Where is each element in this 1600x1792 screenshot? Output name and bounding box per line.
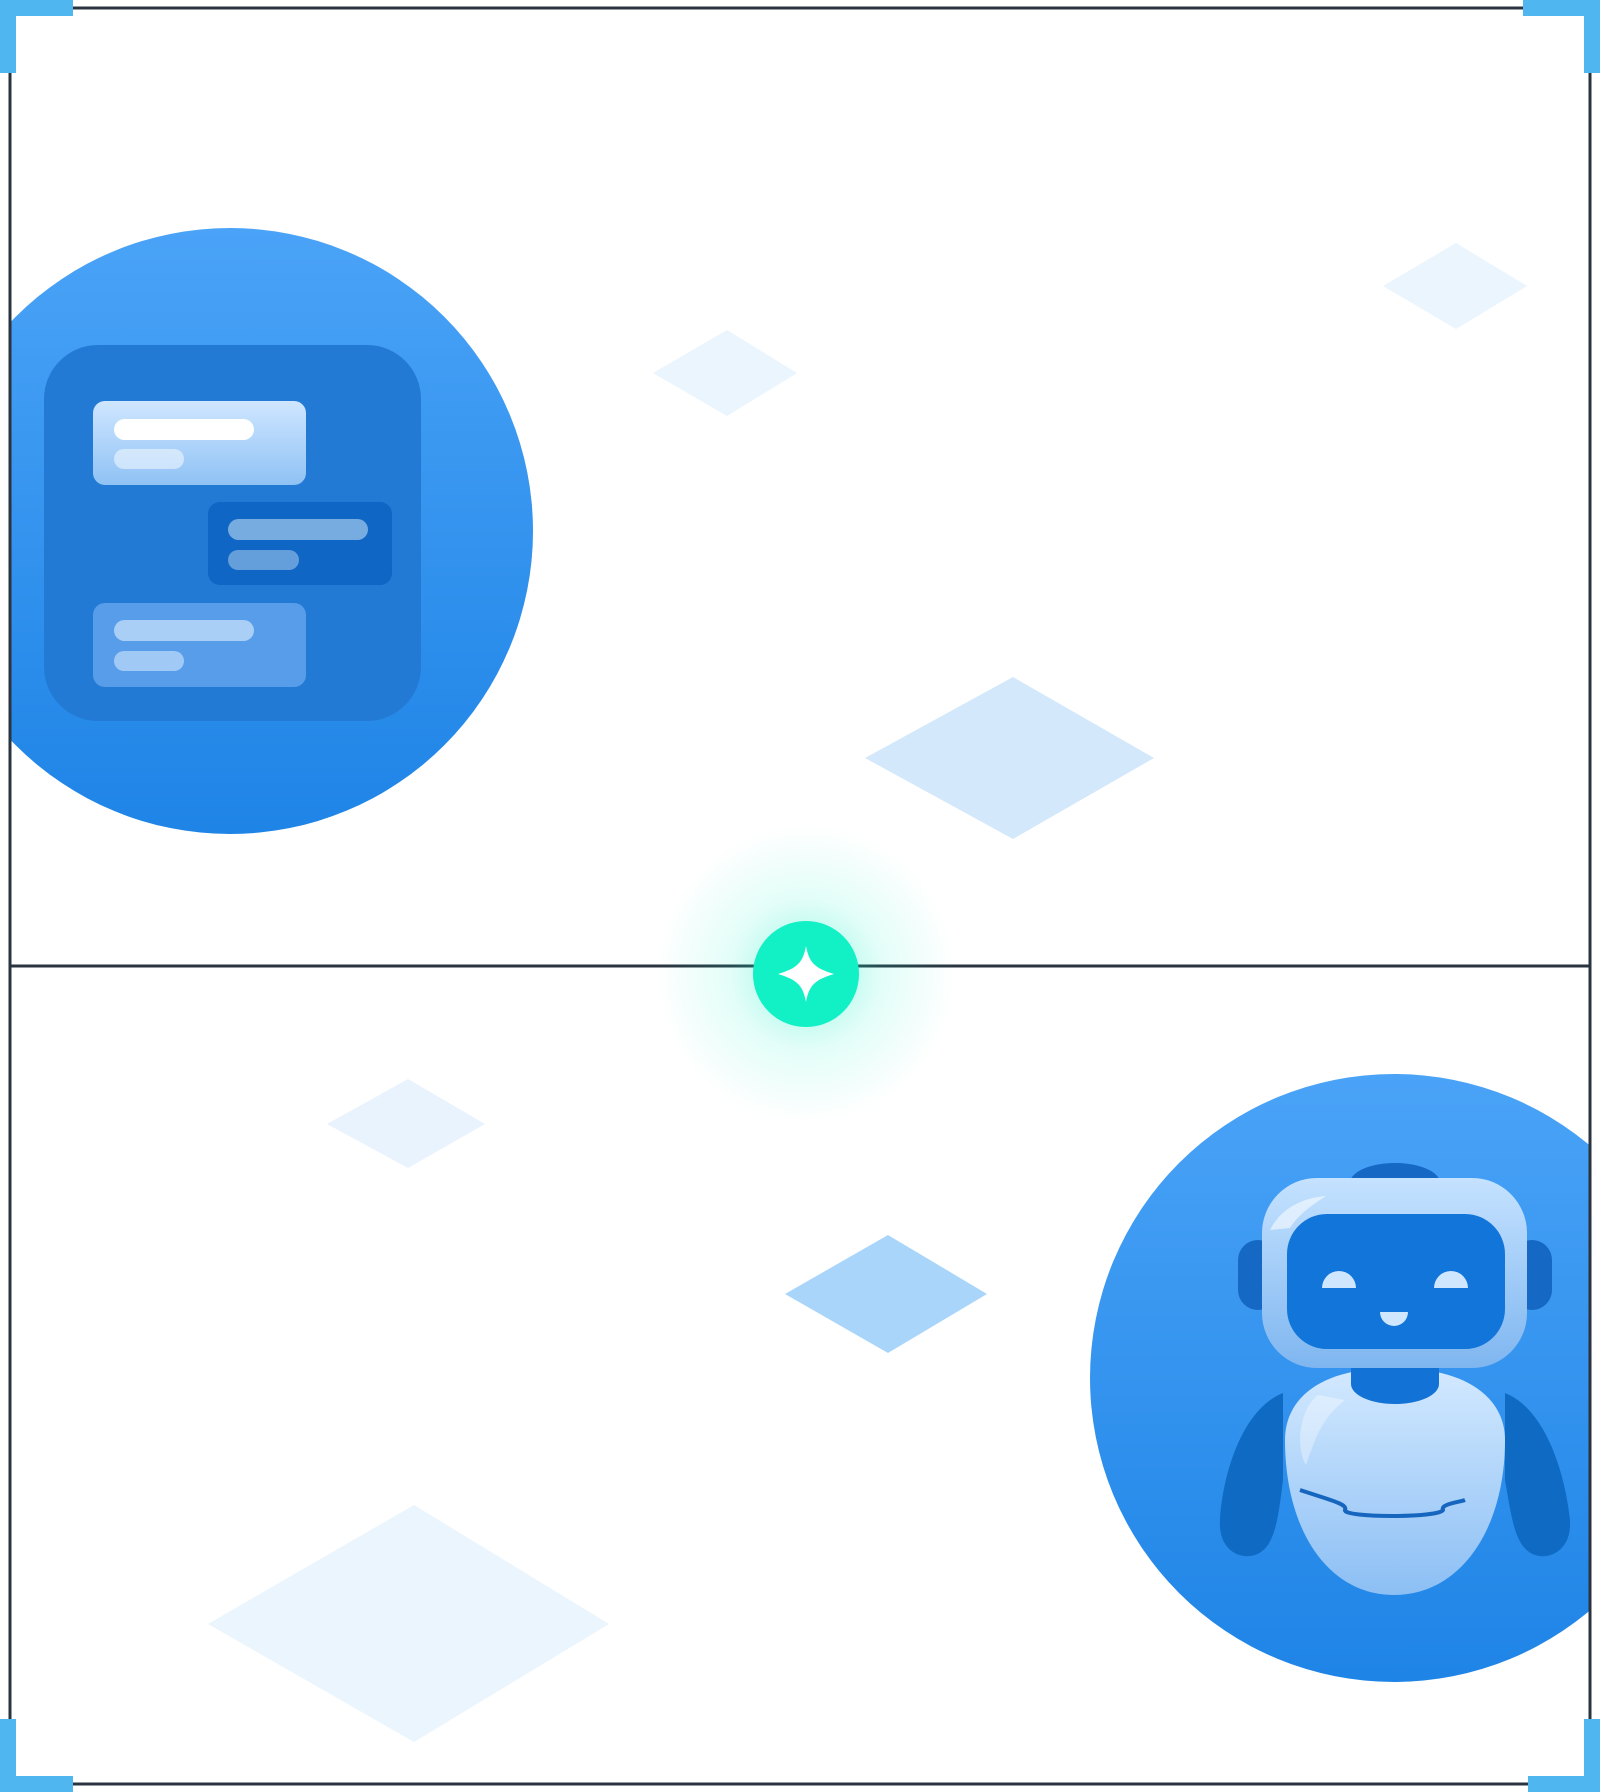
corner-bracket-bottom-left [0, 1776, 73, 1792]
diamond-shape [865, 677, 1154, 839]
sparkle-icon [778, 946, 834, 1002]
diamond-shape [653, 330, 797, 416]
corner-bracket-bottom-right [1528, 1776, 1600, 1792]
corner-bracket-top-right [1523, 0, 1600, 16]
diamond-shape [208, 1505, 609, 1742]
chat-window-icon [44, 345, 421, 721]
chat-illustration [10, 228, 533, 834]
robot-avatar-icon [1219, 1163, 1571, 1595]
sparkle-button[interactable] [656, 824, 956, 1124]
background-diamonds [208, 243, 1527, 1742]
robot-illustration [1090, 1074, 1590, 1682]
diamond-shape [1383, 243, 1527, 329]
diamond-shape [785, 1235, 987, 1353]
diamond-shape [327, 1079, 485, 1168]
corner-bracket-top-left [0, 0, 73, 16]
